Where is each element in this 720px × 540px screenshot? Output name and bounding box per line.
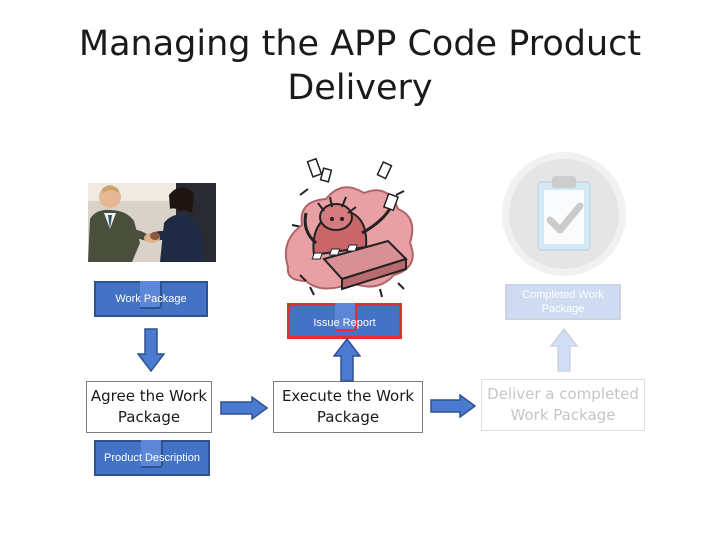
- product-description-product: Product Description: [94, 440, 210, 476]
- agree-step-label: Agree the Work Package: [90, 387, 208, 426]
- work-package-label: Work Package: [115, 293, 187, 305]
- execute-step: Execute the Work Package: [273, 381, 423, 433]
- issue-report-label: Issue Report: [313, 317, 376, 329]
- right-arrow: [220, 396, 268, 420]
- completed-work-package-label: Completed Work Package: [522, 289, 604, 315]
- document-tab-icon: [141, 440, 163, 468]
- product-description-label: Product Description: [104, 452, 200, 464]
- deliver-step: Deliver a completed Work Package: [481, 379, 645, 431]
- deliver-step-label: Deliver a completed Work Package: [487, 385, 639, 424]
- completed-work-package-product: Completed Work Package: [505, 284, 621, 320]
- stressed-worker-image: [284, 157, 414, 298]
- agree-step: Agree the Work Package: [86, 381, 212, 433]
- up-arrow: [333, 338, 361, 382]
- work-package-product: Work Package: [94, 281, 208, 317]
- document-tab-icon: [335, 303, 357, 331]
- right-arrow: [430, 394, 476, 418]
- clipboard-check-icon: [502, 152, 626, 276]
- document-tab-icon: [140, 281, 162, 309]
- down-arrow: [137, 328, 165, 372]
- slide-title: Managing the APP Code Product Delivery: [78, 24, 642, 108]
- execute-step-label: Execute the Work Package: [281, 387, 415, 426]
- up-arrow-faded: [550, 328, 578, 372]
- business-handshake-image: [88, 183, 216, 262]
- issue-report-product: Issue Report: [287, 303, 402, 339]
